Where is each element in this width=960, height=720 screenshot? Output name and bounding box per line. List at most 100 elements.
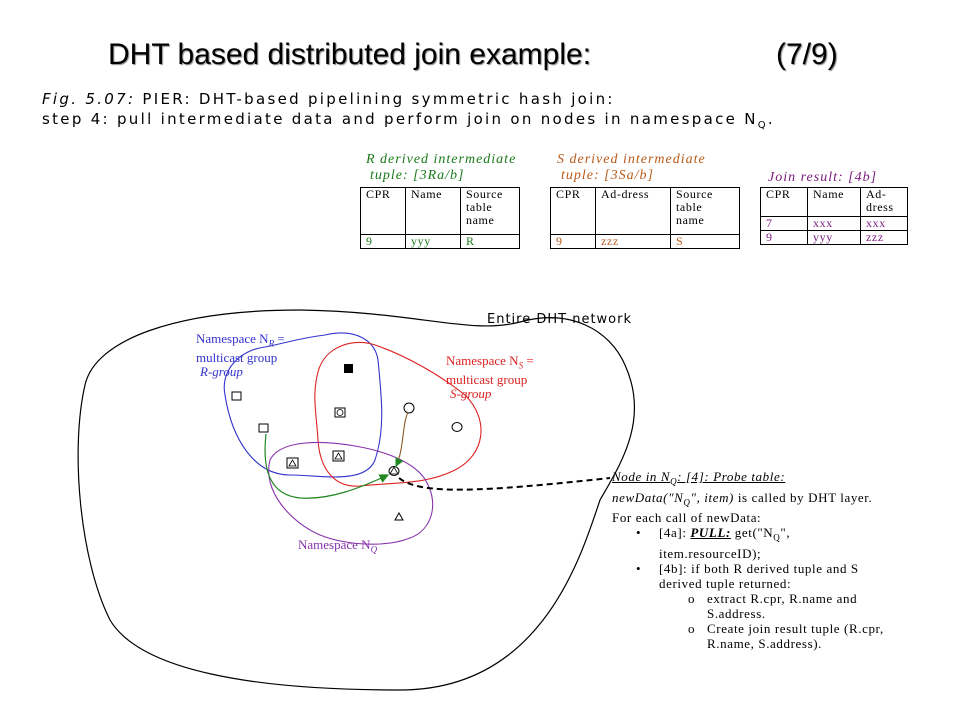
- note-newdata-end: ", item): [690, 489, 734, 505]
- r-group-label: Namespace NR = multicast group R-group: [196, 332, 285, 379]
- r-group-multicast: multicast group: [196, 349, 278, 365]
- slide-number: (7/9): [776, 38, 838, 71]
- bullet-icon: •: [636, 560, 642, 576]
- r-cell-source: R: [460, 234, 520, 249]
- node-triangle-box: [332, 450, 345, 462]
- node-square: [258, 423, 269, 433]
- node-circle: [403, 402, 415, 414]
- pull-arrow-s: [395, 411, 409, 467]
- s-group-boundary: [314, 341, 482, 487]
- r-cell-cpr: 9: [360, 234, 406, 249]
- note-newdata: newData("N: [612, 489, 684, 505]
- join-cell: xxx: [807, 216, 861, 231]
- note-create-line2: R.name, S.address).: [707, 635, 823, 651]
- node-circle-box: [334, 407, 346, 418]
- join-table-caption: Join result: [4b]: [768, 170, 878, 185]
- s-group-multicast: multicast group: [446, 371, 528, 387]
- note-pull: PULL:: [690, 525, 731, 541]
- figure-title: PIER: DHT-based pipelining symmetric has…: [135, 90, 615, 108]
- note-bullet-4a: • [4a]: PULL: get("NQ", item.resourceID)…: [612, 525, 884, 561]
- figure-step: step 4: pull intermediate data and perfo…: [42, 110, 758, 128]
- note-line2: newData("NQ", item) is called by DHT lay…: [612, 490, 884, 511]
- note-create-line1: Create join result tuple (R.cpr,: [707, 620, 884, 636]
- join-cell: 9: [760, 230, 808, 245]
- q-group-label-text: Namespace N: [298, 537, 371, 552]
- join-cell: xxx: [860, 216, 908, 231]
- network-label: Entire DHT network: [487, 312, 633, 327]
- table-header-row: CPR Name Ad-dress: [760, 187, 908, 217]
- r-group-label-text: Namespace N: [196, 331, 269, 346]
- bullet-icon: •: [636, 525, 642, 541]
- note-4b-line2: derived tuple returned:: [659, 575, 792, 591]
- node-square-filled: [344, 364, 353, 373]
- s-header-cpr: CPR: [550, 187, 596, 235]
- note-4a: [4a]:: [659, 525, 691, 541]
- table-row: 9 yyy R: [360, 234, 520, 249]
- sub-bullet-icon: o: [688, 620, 696, 636]
- r-header-cpr: CPR: [360, 187, 406, 235]
- node-square: [231, 391, 242, 401]
- s-header-address: Ad-dress: [595, 187, 671, 235]
- note-line1-end: : [4]: Probe table:: [677, 469, 786, 484]
- note-extract-line1: extract R.cpr, R.name and: [707, 590, 858, 606]
- node-triangle-box: [286, 457, 299, 469]
- note-line1-text: Node in N: [612, 469, 671, 484]
- r-table-caption: R derived intermediate tuple: [3Ra/b]: [366, 152, 516, 184]
- figure-caption-line2: step 4: pull intermediate data and perfo…: [42, 110, 775, 131]
- s-caption-line1: S derived intermediate: [557, 152, 706, 167]
- join-cell: yyy: [807, 230, 861, 245]
- join-cell: zzz: [860, 230, 908, 245]
- figure-caption-line1: Fig. 5.07: PIER: DHT-based pipelining sy…: [42, 90, 615, 108]
- table-header-row: CPR Name Source table name: [360, 187, 520, 235]
- q-group-label-sub: Q: [370, 544, 378, 555]
- note-line3: For each call of newData:: [612, 510, 762, 526]
- table-row: 7 xxx xxx: [760, 216, 908, 231]
- note-sub-bullet-create: o Create join result tuple (R.cpr, R.nam…: [612, 621, 884, 651]
- note-bullet-4b: • [4b]: if both R derived tuple and S de…: [612, 561, 884, 591]
- s-group-label: Namespace NS = multicast group S-group: [446, 354, 534, 401]
- pull-arrow-r: [264, 433, 390, 499]
- note-called-by: is called by DHT layer.: [734, 489, 873, 505]
- r-cell-name: yyy: [405, 234, 461, 249]
- note-get-end: ",: [780, 525, 791, 541]
- s-group-name: S-group: [450, 385, 492, 401]
- slide-title: DHT based distributed join example:: [108, 38, 592, 71]
- s-caption-line2: tuple: [3Sa/b]: [561, 168, 654, 183]
- network-boundary: [77, 309, 635, 691]
- r-group-name: R-group: [200, 363, 243, 379]
- figure-label: Fig. 5.07:: [42, 90, 136, 108]
- note-4a-line2: item.resourceID);: [659, 545, 762, 561]
- s-group-label-end: =: [523, 353, 534, 368]
- note-get-sub: Q: [773, 532, 781, 543]
- s-cell-source: S: [670, 234, 740, 249]
- r-derived-table: CPR Name Source table name 9 yyy R: [360, 187, 520, 249]
- note-get: get("N: [730, 525, 774, 541]
- q-group-label: Namespace NQ: [298, 537, 377, 555]
- s-header-source: Source table name: [670, 187, 740, 235]
- r-header-source: Source table name: [460, 187, 520, 235]
- s-group-label-text: Namespace N: [446, 353, 519, 368]
- table-header-row: CPR Ad-dress Source table name: [550, 187, 740, 235]
- sub-bullet-icon: o: [688, 590, 696, 606]
- r-group-label-end: =: [274, 331, 285, 346]
- note-line1: Node in NQ: [4]: Probe table:: [612, 469, 884, 490]
- dashed-connector: [398, 477, 611, 491]
- note-line1-sub: Q: [670, 476, 678, 487]
- probe-node-note: Node in NQ: [4]: Probe table: newData("N…: [612, 469, 884, 651]
- note-extract-line2: S.address.: [707, 605, 766, 621]
- node-circle: [451, 422, 463, 432]
- s-group-label-sub: S: [518, 360, 524, 371]
- table-row: 9 zzz S: [550, 234, 740, 249]
- s-table-caption: S derived intermediate tuple: [3Sa/b]: [557, 152, 706, 184]
- figure-step-end: .: [767, 110, 775, 128]
- r-caption-line1: R derived intermediate: [366, 152, 517, 167]
- join-result-table: CPR Name Ad-dress 7 xxx xxx 9 yyy zzz: [760, 187, 908, 245]
- s-derived-table: CPR Ad-dress Source table name 9 zzz S: [550, 187, 740, 249]
- r-group-label-sub: R: [268, 338, 275, 349]
- figure-step-sub: Q: [757, 120, 768, 131]
- note-4b-line1: [4b]: if both R derived tuple and S: [659, 560, 859, 576]
- note-newdata-sub: Q: [683, 497, 691, 508]
- r-group-boundary: [223, 332, 383, 478]
- node-triangle: [394, 511, 404, 521]
